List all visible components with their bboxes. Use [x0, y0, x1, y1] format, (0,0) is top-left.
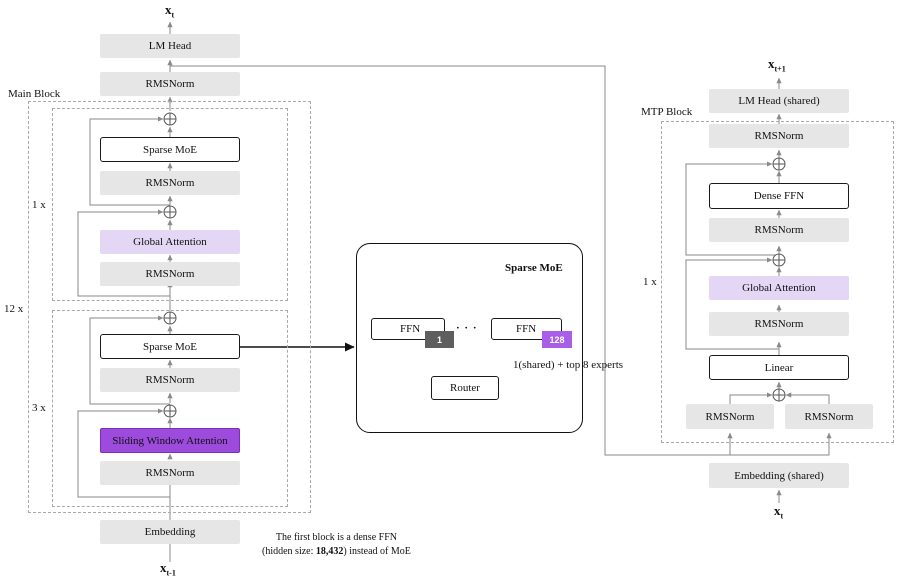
lower-layer-frame	[52, 310, 288, 507]
mtp-linear: Linear	[709, 355, 849, 380]
mtp-lm-head: LM Head (shared)	[709, 89, 849, 113]
moe-router: Router	[431, 376, 499, 400]
upper-layer-frame	[52, 108, 288, 301]
sliding-window-attention: Sliding Window Attention	[100, 428, 240, 453]
upper-global-attention: Global Attention	[100, 230, 240, 254]
lm-head: LM Head	[100, 34, 240, 58]
mtp-global-attention: Global Attention	[709, 276, 849, 300]
moe-expert-index-128: 128	[542, 331, 572, 348]
mtp-rmsnorm-embedding: RMSNorm	[785, 404, 873, 429]
lower-repeat-count: 3 x	[32, 402, 46, 414]
final-rmsnorm: RMSNorm	[100, 72, 240, 96]
dense-ffn-note: The first block is a dense FFN (hidden s…	[262, 532, 411, 557]
moe-expert-caption: 1(shared) + top 8 experts	[513, 359, 624, 371]
lower-rmsnorm-low: RMSNorm	[100, 461, 240, 485]
moe-panel-title: Sparse MoE	[505, 262, 563, 274]
main-output-token: xt	[165, 2, 175, 20]
moe-expert-index-1: 1	[425, 331, 454, 348]
mtp-block-title: MTP Block	[641, 106, 693, 118]
upper-rmsnorm-low: RMSNorm	[100, 262, 240, 286]
mtp-rmsnorm-low: RMSNorm	[709, 312, 849, 336]
mtp-output-token: xt+1	[768, 56, 786, 74]
main-repeat-count: 12 x	[4, 303, 24, 315]
upper-sparse-moe: Sparse MoE	[100, 137, 240, 162]
mtp-embedding: Embedding (shared)	[709, 463, 849, 488]
upper-rmsnorm-mid: RMSNorm	[100, 171, 240, 195]
lower-sparse-moe: Sparse MoE	[100, 334, 240, 359]
main-block-title: Main Block	[8, 88, 61, 100]
main-input-token: xt-1	[160, 560, 176, 578]
mtp-input-token: xt	[774, 503, 784, 521]
moe-expert-ffn-128-label: FFN	[516, 323, 537, 335]
mtp-dense-ffn: Dense FFN	[709, 183, 849, 209]
main-embedding: Embedding	[100, 520, 240, 544]
mtp-rmsnorm-hidden: RMSNorm	[686, 404, 774, 429]
main-block-frame	[28, 101, 311, 513]
mtp-repeat-count: 1 x	[643, 276, 657, 288]
lower-rmsnorm-mid: RMSNorm	[100, 368, 240, 392]
moe-expert-ellipsis: · · ·	[456, 322, 478, 334]
mtp-final-rmsnorm: RMSNorm	[709, 124, 849, 148]
moe-expert-ffn-1-label: FFN	[400, 323, 421, 335]
mtp-rmsnorm-mid: RMSNorm	[709, 218, 849, 242]
upper-repeat-count: 1 x	[32, 199, 46, 211]
mtp-block-frame	[661, 121, 894, 443]
